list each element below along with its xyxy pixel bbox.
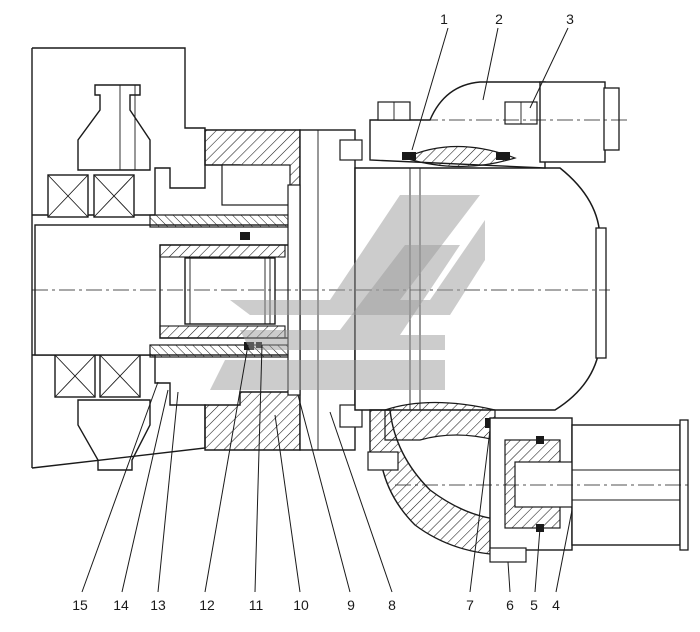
- callout-4: 4: [552, 597, 560, 613]
- callout-7: 7: [466, 597, 474, 613]
- callout-labels: 1 2 3 4 5 6 7 8 9 10 11 12 13 14 15: [72, 11, 574, 613]
- lower-elbow-yoke: [367, 401, 511, 556]
- callout-5: 5: [530, 597, 538, 613]
- upper-bearing-cap: [369, 81, 620, 169]
- callout-9: 9: [347, 597, 355, 613]
- callout-15: 15: [72, 597, 88, 613]
- callout-1: 1: [440, 11, 448, 27]
- callout-10: 10: [293, 597, 309, 613]
- callout-leaders: [81, 27, 573, 593]
- callout-8: 8: [388, 597, 396, 613]
- gearbox-housing: [31, 47, 206, 471]
- bearing-upper: [47, 174, 135, 218]
- callout-6: 6: [506, 597, 514, 613]
- callout-11: 11: [249, 597, 264, 613]
- lower-flange-assembly: [489, 417, 689, 563]
- callout-3: 3: [566, 11, 574, 27]
- callout-14: 14: [113, 597, 129, 613]
- callout-13: 13: [150, 597, 166, 613]
- callout-2: 2: [495, 11, 503, 27]
- watermark-logo: [210, 195, 485, 390]
- callout-12: 12: [199, 597, 215, 613]
- bearing-lower: [54, 354, 141, 398]
- center-axes: [32, 119, 690, 486]
